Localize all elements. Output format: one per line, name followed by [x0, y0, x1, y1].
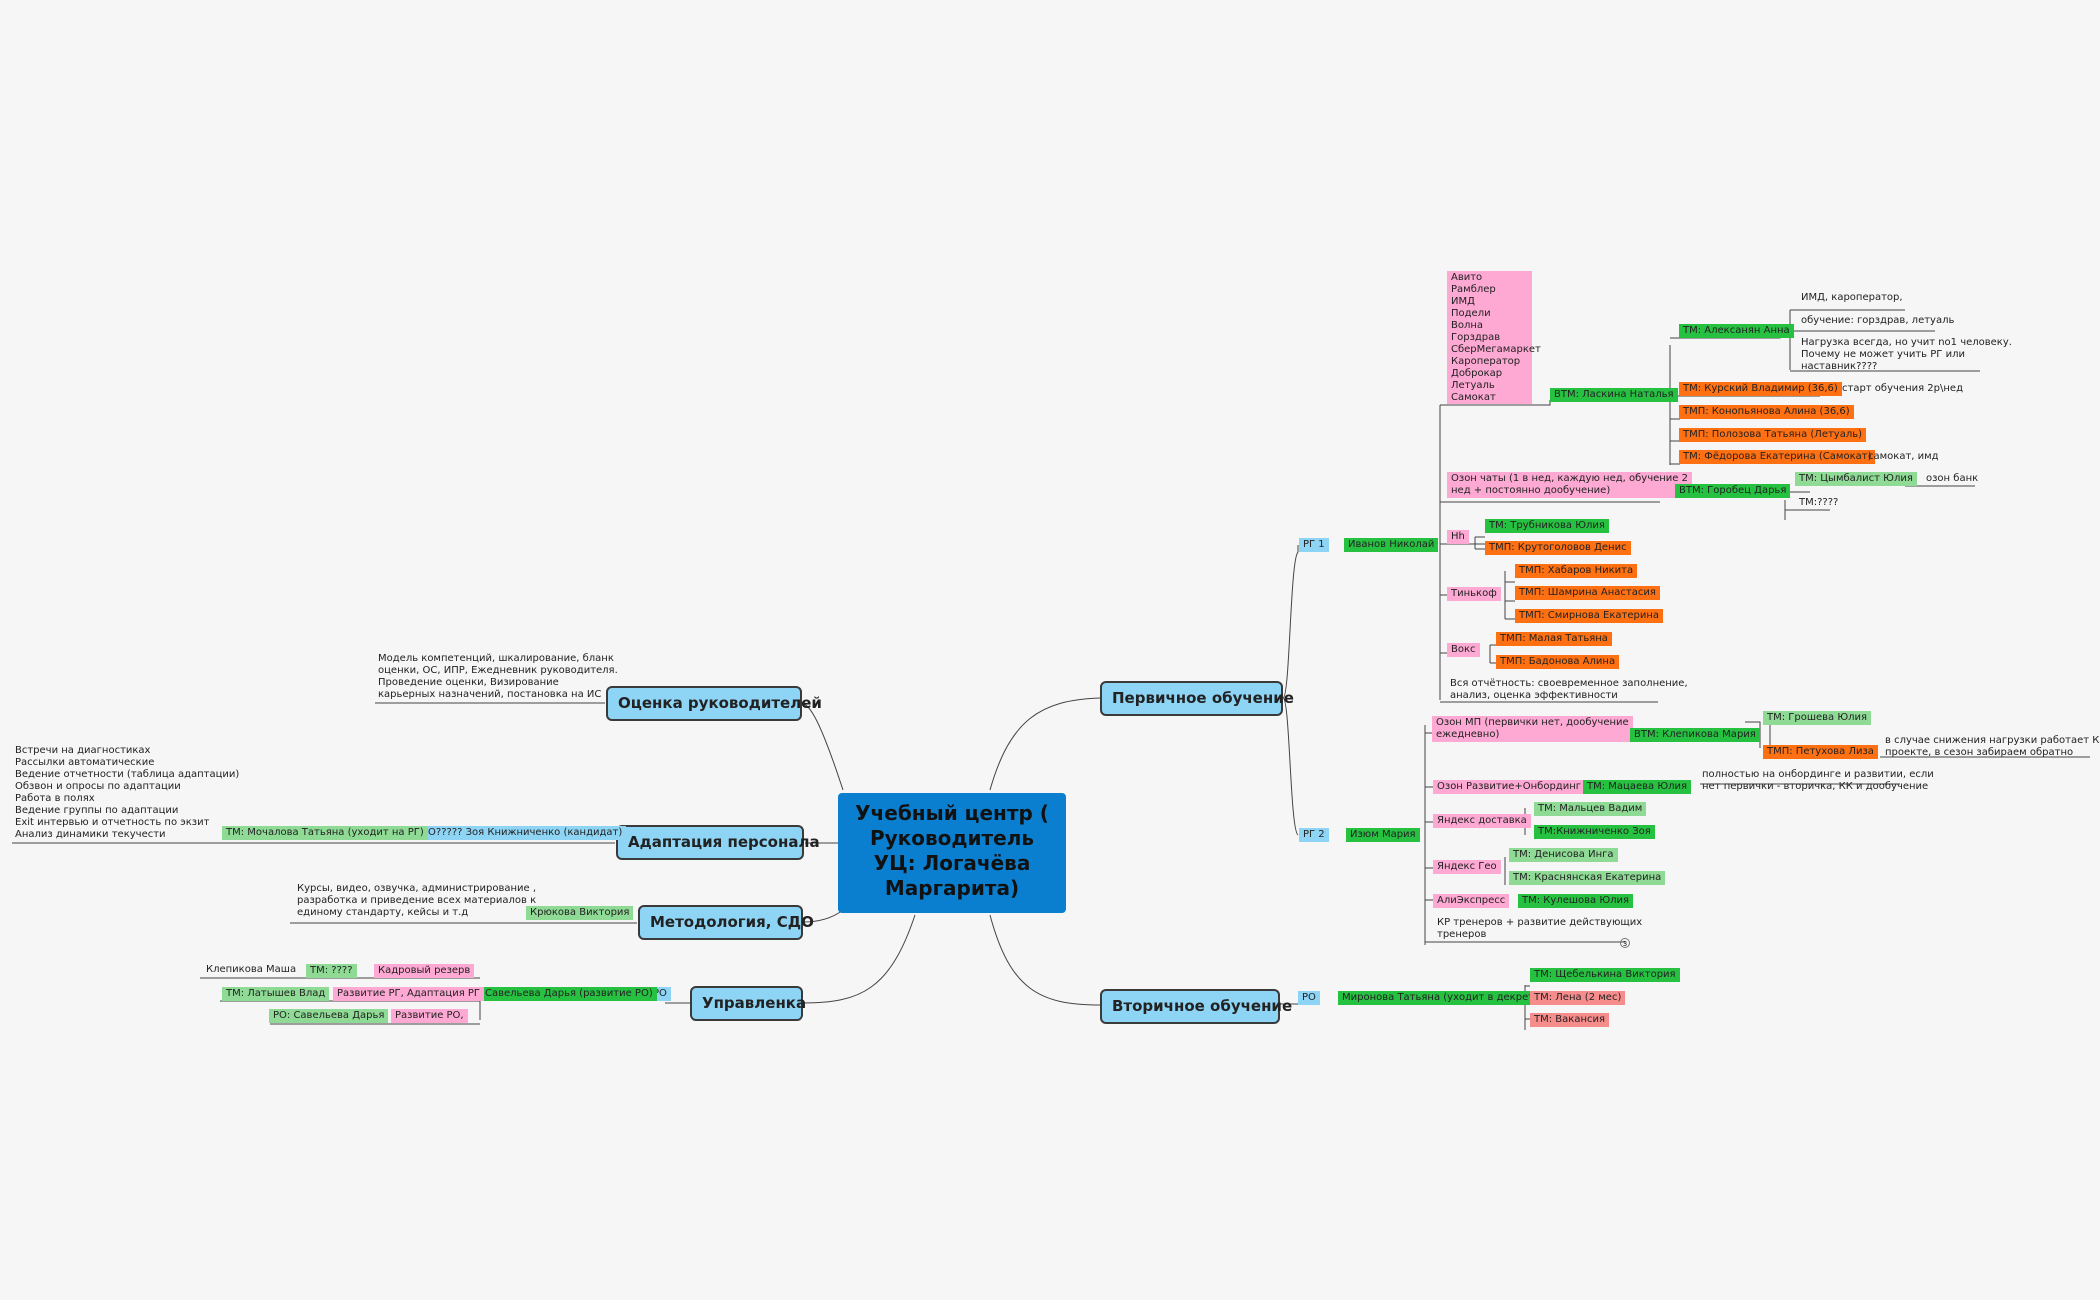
tm-knizhnichenko[interactable]: ТМ:Книжниченко Зоя	[1534, 825, 1655, 839]
rg1-head[interactable]: Иванов Николай	[1344, 538, 1439, 552]
tm-denisova[interactable]: ТМ: Денисова Инга	[1509, 848, 1618, 862]
tmp-konopyanova[interactable]: ТМП: Конопьянова Алина (36,6)	[1679, 405, 1854, 419]
tmp-petukhova[interactable]: ТМП: Петухова Лиза	[1763, 745, 1878, 759]
tm-tsymbalist[interactable]: ТМ: Цымбалист Юлия	[1795, 472, 1917, 486]
klepikova-note: в случае снижения нагрузки работает КК н…	[1885, 735, 2100, 758]
upr-r2-dev[interactable]: Развитие РГ, Адаптация РГ	[333, 987, 485, 1001]
rg2-label[interactable]: РГ 2	[1299, 828, 1329, 842]
tmp-krutogolovov[interactable]: ТМП: Крутоголовов Денис	[1485, 541, 1631, 555]
ozon-mp: Озон МП (первички нет, дообучение ежедне…	[1432, 716, 1633, 742]
tm-kursky[interactable]: ТМ: Курский Владимир (36,6)	[1679, 382, 1842, 396]
aleksanyan-note-3: Нагрузка всегда, но учит no1 человеку. П…	[1801, 337, 2012, 372]
project-tinkoff[interactable]: Тинькоф	[1447, 587, 1501, 601]
ozon-dev[interactable]: Озон Развитие+Онбординг	[1433, 780, 1585, 794]
tm-matsaeva[interactable]: ТМ: Мацаева Юлия	[1583, 780, 1692, 794]
upr-person[interactable]: Савельева Дарья (развитие РО)	[481, 987, 657, 1001]
rg1-label[interactable]: РГ 1	[1299, 538, 1329, 552]
adaptation-ro[interactable]: РО????? Зоя Книжниченко (кандидат)	[418, 826, 627, 840]
upr-r3-dev[interactable]: Развитие РО,	[391, 1009, 468, 1023]
collapsed-count[interactable]: 3	[1620, 938, 1630, 948]
tmp-smirnova[interactable]: ТМП: Смирнова Екатерина	[1515, 609, 1664, 623]
upr-r2-tm[interactable]: ТМ: Латышев Влад	[222, 987, 330, 1001]
vtm-laskina[interactable]: ВТМ: Ласкина Наталья	[1550, 388, 1678, 402]
tsymbalist-note: озон банк	[1926, 473, 1979, 484]
yandex-geo[interactable]: Яндекс Гео	[1433, 860, 1501, 874]
secondary-head[interactable]: Миронова Татьяна (уходит в декрет)	[1338, 991, 1542, 1005]
tm-fedorova[interactable]: ТМ: Фёдорова Екатерина (Самокат)	[1679, 450, 1876, 464]
upr-r1-tm[interactable]: ТМ: ????	[306, 964, 357, 978]
tmp-malaya[interactable]: ТМП: Малая Татьяна	[1496, 632, 1612, 646]
rg2-head[interactable]: Изюм Мария	[1346, 828, 1420, 842]
tm-unknown: ТМ:????	[1799, 497, 1839, 508]
tm-vacancy[interactable]: ТМ: Вакансия	[1530, 1013, 1609, 1027]
yandex-delivery[interactable]: Яндекс доставка	[1433, 814, 1531, 828]
ocenka-note: Модель компетенций, шкалирование, бланк …	[378, 653, 618, 700]
aleksanyan-note-1: ИМД, кароператор,	[1801, 292, 1903, 303]
tmp-polozova[interactable]: ТМП: Полозова Татьяна (Летуаль)	[1679, 428, 1867, 442]
topic-upr[interactable]: Управленка	[690, 986, 806, 1021]
fedorova-note: самокат, имд	[1868, 451, 1939, 462]
kursky-note: старт обучения 2р\нед	[1842, 383, 1963, 394]
topic-adaptation[interactable]: Адаптация персонала	[616, 825, 820, 860]
tm-lena[interactable]: ТМ: Лена (2 мес)	[1530, 991, 1626, 1005]
tm-krasnyanskaya[interactable]: ТМ: Краснянская Екатерина	[1509, 871, 1666, 885]
topic-method[interactable]: Методология, СДО	[638, 905, 814, 940]
ozon-chats: Озон чаты (1 в нед, каждую нед, обучение…	[1447, 472, 1692, 498]
upr-kadr[interactable]: Кадровый резерв	[374, 964, 475, 978]
method-person[interactable]: Крюкова Виктория	[526, 906, 634, 920]
tm-aleksanyan[interactable]: ТМ: Алексанян Анна	[1679, 324, 1794, 338]
adaptation-tm[interactable]: ТМ: Мочалова Татьяна (уходит на РГ)	[222, 826, 428, 840]
central-topic[interactable]: Учебный центр ( Руководитель УЦ: Логачёв…	[838, 793, 1066, 913]
tmp-badonova[interactable]: ТМП: Бадонова Алина	[1496, 655, 1620, 669]
secondary-ro[interactable]: РО	[1298, 991, 1320, 1005]
method-note: Курсы, видео, озвучка, администрирование…	[297, 883, 537, 918]
tm-grosheva[interactable]: ТМ: Грошева Юлия	[1763, 711, 1872, 725]
tm-kuleshova[interactable]: ТМ: Кулешова Юлия	[1518, 894, 1634, 908]
kr-trainers: КР тренеров + развитие действующих трене…	[1437, 917, 1643, 940]
aliexpress[interactable]: АлиЭкспресс	[1433, 894, 1510, 908]
project-hh[interactable]: Hh	[1447, 530, 1469, 544]
tm-shchebelkina[interactable]: ТМ: Щебелькина Виктория	[1530, 968, 1680, 982]
topic-secondary[interactable]: Вторичное обучение	[1100, 989, 1292, 1024]
tm-trubnikova[interactable]: ТМ: Трубникова Юлия	[1485, 519, 1609, 533]
vtm-klepikova[interactable]: ВТМ: Клепикова Мария	[1630, 728, 1760, 742]
vtm-gorobets[interactable]: ВТМ: Горобец Дарья	[1675, 484, 1791, 498]
tm-maltsev[interactable]: ТМ: Мальцев Вадим	[1534, 802, 1647, 816]
matsaeva-note: полностью на онбординге и развитии, если…	[1702, 769, 1934, 792]
tmp-shamrina[interactable]: ТМП: Шамрина Анастасия	[1515, 586, 1660, 600]
tmp-khabarov[interactable]: ТМП: Хабаров Никита	[1515, 564, 1638, 578]
upr-r1-name: Клепикова Маша	[206, 964, 297, 975]
laskina-projects: Авито Рамблер ИМД Подели Волна Горздрав …	[1447, 271, 1541, 404]
rg1-report: Вся отчётность: своевременное заполнение…	[1450, 678, 1688, 701]
upr-r3-ro[interactable]: РО: Савельева Дарья	[269, 1009, 389, 1023]
adaptation-note: Встречи на диагностиках Рассылки автомат…	[15, 745, 240, 840]
project-voks[interactable]: Вокс	[1447, 643, 1480, 657]
topic-primary[interactable]: Первичное обучение	[1100, 681, 1294, 716]
topic-ocenka[interactable]: Оценка руководителей	[606, 686, 822, 721]
aleksanyan-note-2: обучение: горздрав, летуаль	[1801, 315, 1955, 326]
